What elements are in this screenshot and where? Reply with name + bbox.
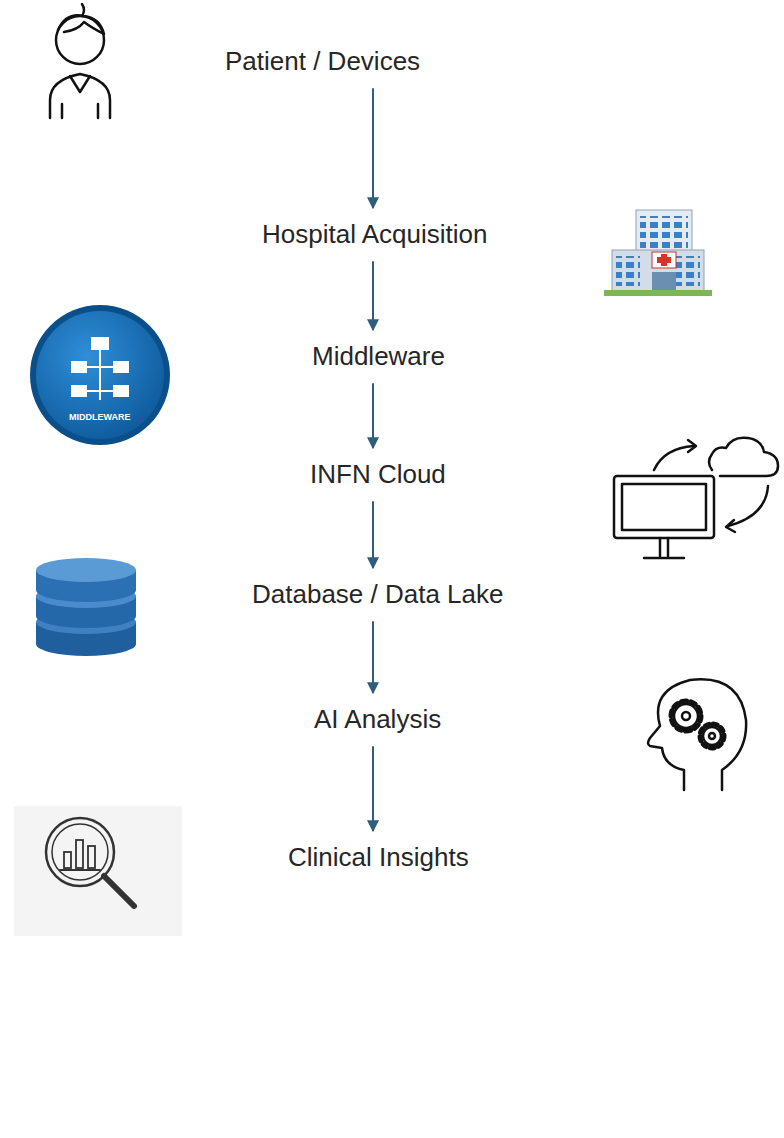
- hospital-icon: [604, 210, 712, 296]
- step-label: INFN Cloud: [310, 459, 446, 490]
- flow-step: INFN Cloud: [306, 457, 450, 492]
- flow-step: Database / Data Lake: [248, 577, 508, 612]
- flow-step: Hospital Acquisition: [258, 217, 491, 252]
- flow-step: Middleware: [308, 339, 449, 374]
- flow-arrow: [372, 501, 374, 568]
- flow-arrow: [372, 261, 374, 330]
- step-label: Patient / Devices: [225, 46, 420, 77]
- flow-arrow: [372, 746, 374, 831]
- person-icon: [50, 4, 110, 118]
- flow-step: Clinical Insights: [284, 840, 473, 875]
- step-label: Middleware: [312, 341, 445, 372]
- flow-arrow: [372, 88, 374, 208]
- flow-arrow: [372, 621, 374, 693]
- icon-text: MIDDLEWARE: [69, 412, 131, 422]
- middleware-icon: [30, 305, 170, 445]
- cloud-computer-icon: [614, 438, 778, 558]
- step-label: Clinical Insights: [288, 842, 469, 873]
- flow-step: AI Analysis: [310, 702, 445, 737]
- step-label: Hospital Acquisition: [262, 219, 487, 250]
- flow-arrow: [372, 383, 374, 448]
- step-label: Database / Data Lake: [252, 579, 504, 610]
- step-label: AI Analysis: [314, 704, 441, 735]
- flow-step: Patient / Devices: [221, 44, 424, 79]
- ai-head-icon: [648, 679, 746, 790]
- database-icon: [36, 558, 136, 656]
- insights-icon: [14, 806, 182, 936]
